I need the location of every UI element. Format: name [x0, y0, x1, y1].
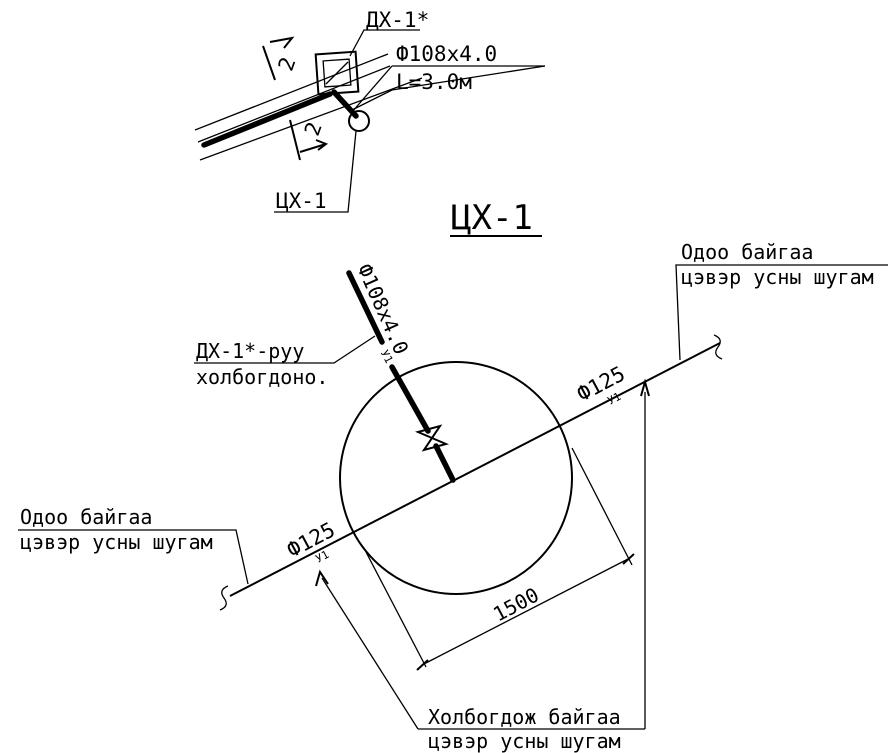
chamber-inner — [322, 58, 352, 88]
dim-extension — [571, 447, 633, 566]
pipe-leader — [351, 65, 546, 111]
branch-note-line2: холбогдоно. — [196, 365, 328, 389]
branch-note-leader — [194, 335, 376, 364]
main-pipe-left-tag: У1 — [313, 548, 331, 566]
existing-right-line2: цэвэр усны шугам — [681, 265, 874, 289]
section-mark-line — [262, 45, 276, 81]
section-arrow — [299, 143, 327, 153]
main-pipe — [229, 342, 721, 597]
plan-edge-line — [199, 77, 423, 161]
section-mark-top: 2 — [274, 54, 301, 74]
well-circle — [348, 110, 370, 132]
branch-tag: У1 — [378, 348, 396, 366]
dim-tick — [416, 659, 429, 671]
pipe-length: L=3.0м — [396, 70, 472, 94]
well-leader — [274, 130, 357, 213]
branch-pipe-top — [346, 270, 385, 345]
well-chamber-circle — [339, 361, 573, 595]
well-label: ЦХ-1 — [276, 189, 327, 213]
main-pipe-right-tag: У1 — [605, 390, 623, 408]
pipe-leader-diag — [351, 65, 393, 113]
top-plan: 2 2 ДХ-1* Ф108х4.0 L=3.0м ЦХ-1 — [194, 8, 546, 213]
break-mark-right — [713, 334, 723, 360]
existing-left-line1: Одоо байгаа — [20, 505, 152, 529]
break-mark-left — [219, 585, 229, 611]
section-mark-line — [289, 119, 301, 161]
section-arrow-head — [315, 139, 329, 151]
pipe-spec: Ф108х4.0 — [396, 42, 497, 66]
dim-line — [421, 558, 629, 666]
existing-right-leader — [675, 264, 888, 361]
dim-tick — [622, 553, 635, 565]
chamber-leader — [349, 29, 420, 57]
connecting-leader — [321, 577, 419, 730]
branch-note-line1: ДХ-1*-руу — [196, 339, 304, 363]
main-pipe-left-spec: Ф125 — [283, 517, 339, 562]
existing-left-line2: цэвэр усны шугам — [20, 530, 213, 554]
branch-pipe-mid — [389, 364, 431, 434]
section-arrow — [269, 36, 295, 49]
valve-icon — [414, 424, 450, 452]
plan-pipe — [201, 91, 333, 148]
diameter-value: 1500 — [489, 583, 543, 627]
connecting-line1: Холбогдож байгаа — [428, 705, 621, 729]
branch-pipe-low — [433, 443, 456, 483]
chamber-diagonal — [325, 61, 349, 85]
connecting-line2: цэвэр усны шугам — [428, 729, 621, 753]
dim-extension — [365, 551, 427, 668]
existing-left-leader — [18, 529, 249, 585]
chamber-label: ДХ-1* — [366, 8, 429, 32]
existing-right-line1: Одоо байгаа — [681, 240, 813, 264]
connecting-arrow — [640, 378, 650, 397]
section-mark-bottom: 2 — [300, 119, 327, 139]
main-detail: ЦХ-1 У1 Ф108х4.0 ДХ-1*-руу холбогдоно. Ф… — [18, 198, 888, 753]
detail-title: ЦХ-1 — [451, 198, 533, 238]
connecting-arrow — [315, 569, 329, 587]
